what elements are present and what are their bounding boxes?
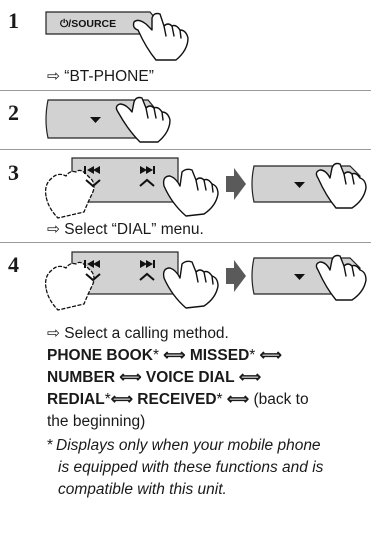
divider	[0, 149, 371, 150]
step-4-result: ⇨ Select a calling method.	[47, 325, 229, 342]
down-triangle-icon	[90, 117, 101, 123]
pointing-hand-icon	[315, 254, 367, 301]
skip-next-icon	[140, 166, 155, 174]
step-3-result: ⇨ Select “DIAL” menu.	[47, 221, 204, 238]
chevron-down-icon	[85, 179, 101, 188]
divider	[0, 242, 371, 243]
source-button: ⏻/SOURCE	[45, 11, 161, 35]
redial-option: REDIAL	[47, 391, 105, 408]
footnote-text: Displays only when your mobile phone	[56, 437, 321, 454]
footnote-mark: *	[104, 391, 111, 408]
skip-buttons-illustration	[44, 251, 367, 311]
footnote-mark: *	[216, 391, 223, 408]
skip-buttons-illustration	[44, 157, 367, 219]
pointing-hand-icon	[315, 162, 367, 209]
footnote-mark: *	[249, 347, 256, 364]
pointing-hand-icon	[44, 169, 95, 219]
cycle-arrow-icon: ⟺	[226, 391, 250, 408]
missed-option: MISSED	[189, 347, 250, 364]
footnote-line: compatible with this unit.	[58, 481, 227, 498]
right-arrow-icon	[226, 168, 246, 200]
received-option: RECEIVED	[137, 391, 217, 408]
cycle-arrow-icon: ⟺	[163, 347, 186, 364]
footnote-line: is equipped with these functions and is	[58, 459, 324, 476]
pointing-hand-icon	[132, 12, 189, 61]
source-button-illustration: ⏻/SOURCE	[45, 11, 189, 61]
cycle-line: NUMBER ⟺ VOICE DIAL ⟺	[47, 367, 367, 389]
down-triangle-icon	[294, 182, 305, 188]
step-number: 4	[8, 252, 19, 277]
down-button-illustration	[45, 96, 171, 143]
skip-previous-icon	[84, 260, 100, 268]
source-button-label: ⏻/SOURCE	[60, 17, 116, 30]
footnote-mark: *	[152, 347, 159, 364]
pointing-hand-icon	[162, 260, 219, 309]
step-1-result: ⇨ “BT-PHONE”	[47, 68, 154, 85]
pointing-hand-icon	[115, 96, 171, 143]
step-number: 2	[8, 100, 19, 125]
cycle-line: the beginning)	[47, 413, 146, 430]
footnote: *Displays only when your mobile phone is…	[47, 435, 369, 501]
pointing-hand-icon	[162, 168, 219, 217]
step-number: 1	[8, 8, 19, 33]
voice-dial-option: VOICE DIAL	[145, 369, 235, 386]
cycle-arrow-icon: ⟺	[259, 347, 282, 364]
divider	[0, 90, 371, 91]
step-number: 3	[8, 160, 19, 185]
phone-book-option: PHONE BOOK	[47, 347, 153, 364]
footnote-mark: *	[47, 437, 54, 454]
skip-previous-icon	[84, 166, 100, 174]
cycle-line: REDIAL*⟺ RECEIVED* ⟺ (back to	[47, 389, 367, 411]
chevron-up-icon	[139, 178, 155, 187]
cycle-line: PHONE BOOK* ⟺ MISSED* ⟺	[47, 345, 367, 367]
cycle-arrow-icon: ⟺	[110, 391, 133, 408]
skip-next-icon	[140, 260, 155, 268]
right-arrow-icon	[226, 260, 246, 292]
chevron-up-icon	[139, 272, 155, 281]
cycle-arrow-icon: ⟺	[238, 369, 262, 386]
cycle-arrow-icon: ⟺	[119, 369, 142, 386]
number-option: NUMBER	[47, 369, 116, 386]
footnote-line: *Displays only when your mobile phone	[47, 435, 369, 457]
back-to-text: (back to	[253, 391, 309, 408]
down-triangle-icon	[294, 274, 305, 280]
chevron-down-icon	[85, 273, 101, 282]
calling-method-cycle: PHONE BOOK* ⟺ MISSED* ⟺ NUMBER ⟺ VOICE D…	[47, 345, 367, 433]
pointing-hand-icon	[44, 261, 95, 311]
